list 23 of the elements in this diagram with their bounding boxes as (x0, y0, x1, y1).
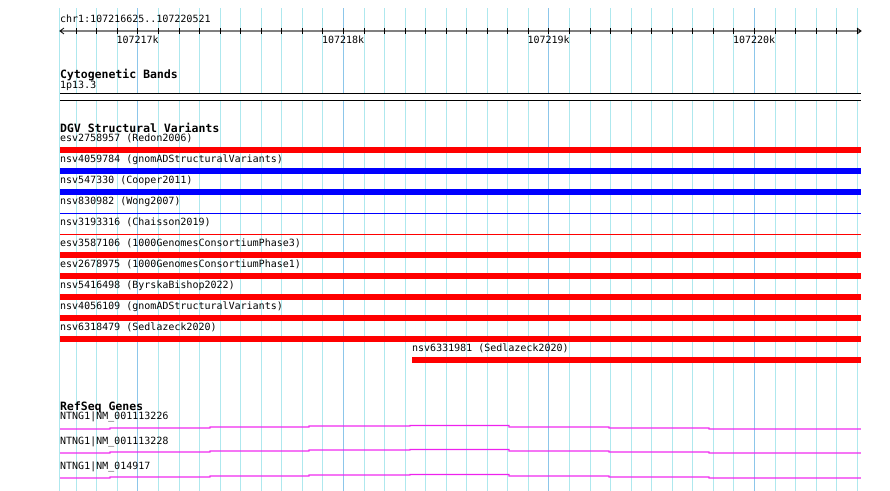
locus-label: chr1:107216625..107220521 (60, 14, 211, 26)
gene-label: NTNG1|NM_001113228 (60, 436, 168, 448)
feature-label: nsv6318479 (Sedlazeck2020) (60, 322, 217, 334)
feature-label: nsv3193316 (Chaisson2019) (60, 216, 211, 228)
feature-label: nsv6331981 (Sedlazeck2020) (412, 342, 569, 354)
feature-label: nsv547330 (Cooper2011) (60, 174, 192, 186)
tick-label: 107217k (116, 36, 159, 46)
feature-label: esv2678975 (1000GenomesConsortiumPhase1) (60, 258, 301, 270)
feature-label: esv2758957 (Redon2006) (60, 132, 192, 144)
feature-label: nsv4059784 (gnomADStructuralVariants) (60, 154, 283, 166)
track-title: Cytogenetic Bands (60, 67, 178, 81)
tick-label: 107220k (732, 36, 776, 46)
feature-label: nsv5416498 (ByrskaBishop2022) (60, 280, 235, 292)
feature-label: nsv4056109 (gnomADStructuralVariants) (60, 300, 283, 312)
feature-label: nsv830982 (Wong2007) (60, 196, 180, 208)
track-title: DGV Structural Variants (60, 120, 220, 134)
tick-label: 107219k (527, 36, 570, 46)
feature-label: esv3587106 (1000GenomesConsortiumPhase3) (60, 238, 301, 250)
gene-label: NTNG1|NM_001113226 (60, 411, 168, 423)
band-label: 1p13.3 (60, 80, 96, 92)
tick-label: 107218k (322, 36, 364, 46)
track-title: RefSeq Genes (60, 399, 144, 413)
gene-label: NTNG1|NM_014917 (60, 460, 150, 472)
